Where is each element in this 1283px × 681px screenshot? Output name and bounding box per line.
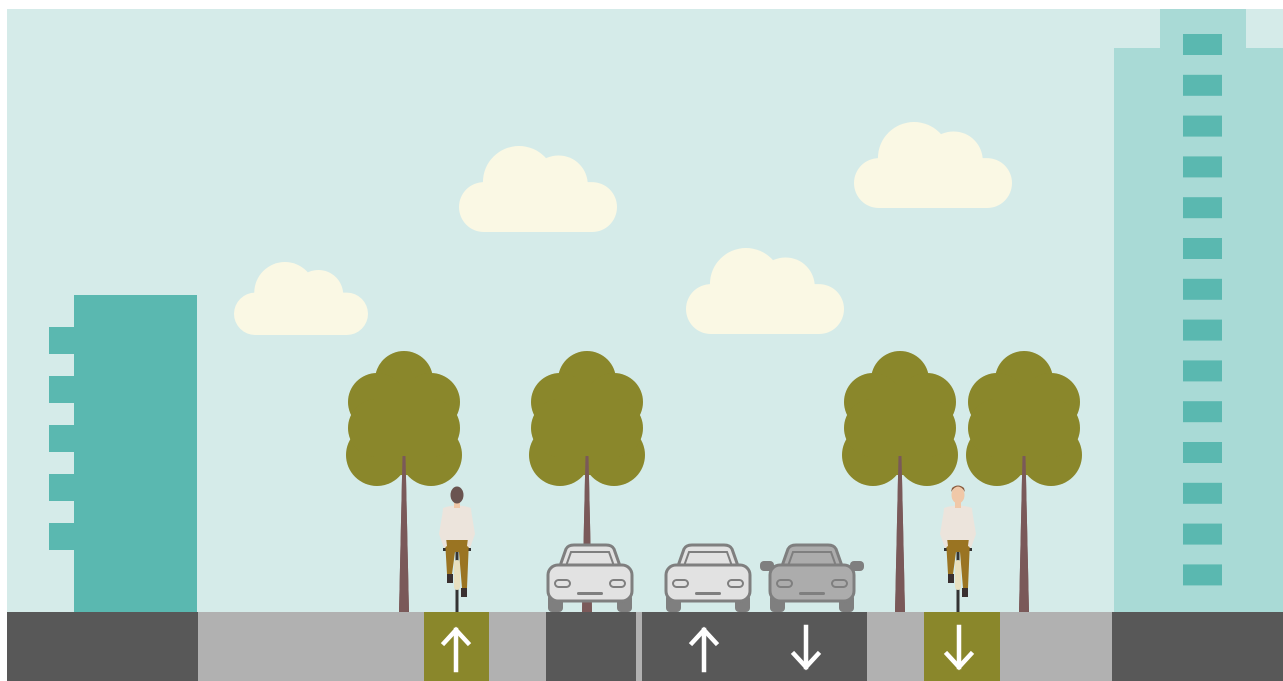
cars [548,545,864,612]
street-buffer [867,612,924,681]
window [1183,156,1222,177]
window [1183,442,1222,463]
window [1183,238,1222,259]
tall-building-right [1114,9,1283,613]
window [1183,524,1222,545]
window [1183,320,1222,341]
street-surface [7,612,1283,681]
street-parking [546,612,636,681]
street-travel-lane [642,612,755,681]
window [1183,401,1222,422]
balcony [49,474,75,501]
window [1183,197,1222,218]
street-sidewalk-dark [7,612,198,681]
street-sidewalk [1000,612,1112,681]
balcony [49,523,75,550]
street-sidewalk [198,612,424,681]
street-travel-lane [755,612,867,681]
balcony [49,425,75,452]
lane-divider [636,612,642,681]
building-left-body [74,295,197,613]
street-buffer [489,612,546,681]
window [1183,116,1222,137]
balcony [49,376,75,403]
street-sidewalk-dark [1112,612,1283,681]
balcony [49,327,75,354]
window [1183,75,1222,96]
window [1183,483,1222,504]
street-bike-lane [924,612,1000,681]
window [1183,360,1222,381]
window [1183,34,1222,55]
window [1183,564,1222,585]
window [1183,279,1222,300]
sky-background [7,9,1283,613]
